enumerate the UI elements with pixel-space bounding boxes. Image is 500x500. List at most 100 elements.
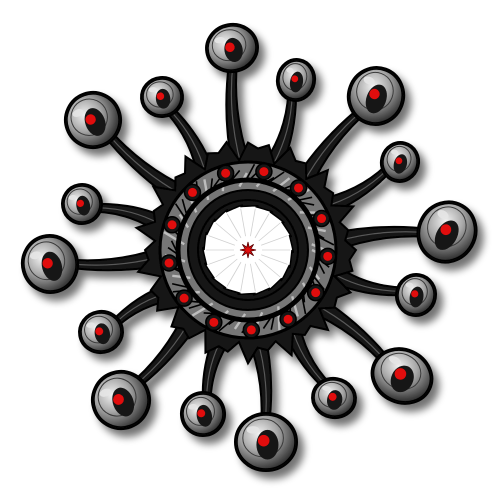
- body-inner-ring: [175, 177, 321, 323]
- ring-red-dot: [311, 288, 321, 298]
- bulb-layer: [20, 22, 478, 472]
- core-petal-line: [208, 254, 235, 265]
- core-petal-line: [250, 208, 256, 237]
- bulb-highlight: [363, 76, 375, 85]
- body-hatch-stroke: [203, 179, 210, 201]
- core-petal-line: [226, 261, 242, 287]
- ring-red-dot: [167, 220, 177, 230]
- eyestalk-creature: [20, 22, 478, 472]
- ring-red-dot: [317, 214, 327, 224]
- bulb-highlight: [188, 403, 197, 410]
- eye-bulb: [20, 234, 80, 294]
- core-petal-line: [215, 258, 238, 278]
- core-petal-line: [254, 261, 270, 287]
- bulb-highlight: [29, 251, 42, 260]
- ring-red-dot: [179, 293, 189, 303]
- eye-bulb: [370, 347, 434, 405]
- bulb-highlight: [72, 109, 84, 117]
- bulb-red-iris: [197, 409, 206, 418]
- core-petal-line: [250, 263, 256, 292]
- bulb-highlight: [86, 322, 96, 328]
- bulb-red-iris: [440, 224, 452, 236]
- bulb-highlight: [322, 385, 331, 392]
- body-hatch-stroke: [181, 198, 187, 214]
- ring-red-dot: [246, 325, 256, 335]
- bulb-highlight: [405, 282, 414, 288]
- bulb-highlight: [214, 36, 225, 44]
- bulb-red-iris: [225, 42, 235, 53]
- eye-bulb: [275, 58, 317, 102]
- body-hatch-stroke: [171, 282, 187, 288]
- eye-bulb: [140, 75, 184, 119]
- core-petal-line: [261, 235, 288, 246]
- core-petal-line: [226, 213, 242, 239]
- bulb-red-iris: [257, 434, 270, 447]
- body-hatch-stroke: [191, 302, 214, 317]
- body-hatch-stroke: [218, 319, 233, 332]
- eye-bulb: [180, 391, 226, 437]
- core-petal-line: [215, 222, 238, 242]
- bulb-red-iris: [76, 199, 85, 207]
- eye-bulb: [78, 309, 124, 355]
- eye-bulb: [311, 376, 357, 420]
- eye-bulb: [234, 412, 298, 472]
- bulb-highlight: [99, 388, 112, 397]
- eye-bulb: [379, 141, 421, 183]
- eye-bulb: [64, 91, 122, 149]
- eye-bulb: [91, 370, 151, 430]
- bulb-red-iris: [328, 392, 337, 401]
- core-petal-line: [258, 258, 281, 278]
- bulb-highlight: [246, 426, 260, 434]
- core-petal-line: [258, 222, 281, 242]
- bulb-red-iris: [85, 114, 96, 125]
- core-petal-line: [261, 254, 288, 265]
- bulb-pupil: [434, 220, 459, 250]
- eye-bulb: [394, 273, 438, 317]
- ring-red-dot: [323, 251, 333, 261]
- body-hatch-stroke: [272, 177, 291, 193]
- ring-red-dot: [209, 317, 219, 327]
- ring-red-dot: [188, 187, 198, 197]
- bulb-red-iris: [394, 368, 407, 380]
- body-hatch-stroke: [277, 306, 281, 331]
- bulb-highlight: [391, 149, 399, 155]
- bulb-red-iris: [42, 258, 53, 269]
- body-hatch-stroke: [269, 171, 285, 183]
- body-hatch-stroke: [291, 295, 299, 317]
- ring-red-dot: [283, 314, 293, 324]
- core-red-star-icon: [239, 241, 257, 259]
- creature-core: [197, 199, 299, 301]
- ring-red-dot: [221, 168, 231, 178]
- bulb-highlight: [286, 67, 294, 73]
- core-petal-line: [254, 213, 270, 239]
- bulb-highlight: [437, 210, 449, 220]
- bulb-highlight: [388, 356, 401, 365]
- ring-red-dot: [294, 183, 304, 193]
- bulb-red-iris: [113, 394, 124, 405]
- ring-red-dot: [259, 167, 269, 177]
- bulb-red-iris: [156, 92, 165, 101]
- bulb-highlight: [148, 87, 157, 93]
- core-petal-line: [240, 263, 246, 292]
- ring-red-dot: [164, 258, 174, 268]
- eye-bulb: [416, 200, 478, 264]
- bulb-red-iris: [95, 327, 104, 336]
- bulb-red-iris: [395, 157, 403, 165]
- body-hatch-stroke: [213, 177, 221, 188]
- core-petal-line: [240, 208, 246, 237]
- body-hatch-stroke: [318, 262, 326, 274]
- bulb-highlight: [68, 194, 77, 201]
- body-hatch-stroke: [302, 201, 315, 206]
- body-hatch-stroke: [318, 236, 335, 246]
- bulb-red-iris: [291, 75, 299, 83]
- body-hatch-stroke: [231, 169, 241, 181]
- eye-bulb: [346, 66, 406, 126]
- core-petal-line: [208, 235, 235, 246]
- eye-bulb: [205, 22, 259, 74]
- body-hatch-stroke: [262, 318, 271, 329]
- eye-bulb: [61, 183, 103, 225]
- body-hatch-stroke: [301, 297, 307, 315]
- bulb-red-iris: [411, 290, 419, 298]
- bulb-red-iris: [369, 88, 380, 100]
